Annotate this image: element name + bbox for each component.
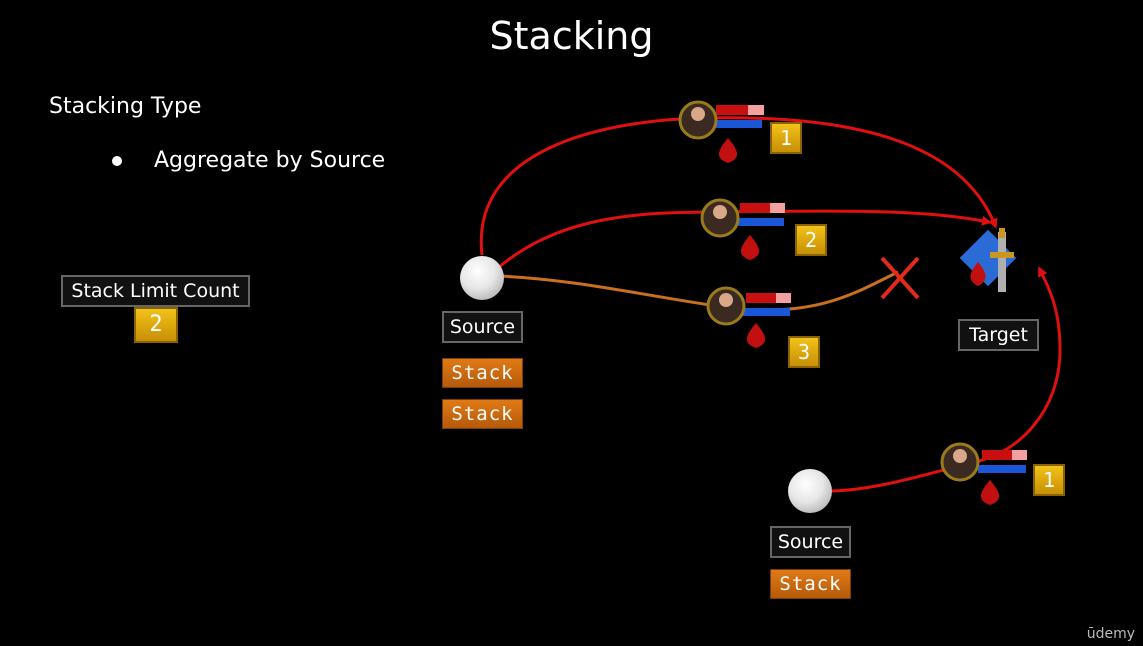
stack-effect-3 [706,286,791,348]
stack-badge-3: Stack [770,569,851,599]
stack-effect-4 [940,442,1027,505]
stack-effect-1 [678,100,764,163]
blood-drop-icon [970,262,986,286]
target-icon [959,228,1017,292]
stack-count-1: 1 [770,122,802,154]
link-stack-3-rejected [499,270,899,312]
target-label: Target [958,319,1039,351]
stack-limit-value: 2 [134,307,178,343]
stack-effect-2 [700,198,785,260]
stack-count-4: 1 [1033,464,1065,496]
stack-limit-label: Stack Limit Count [61,275,250,307]
bullet-text: Aggregate by Source [154,148,386,173]
sword-icon [998,232,1006,292]
slide-title: Stacking [489,14,654,58]
source-node-2 [788,469,832,513]
blood-drop-icon [718,138,738,163]
source-label-1: Source [442,311,523,343]
bullet-item: Aggregate by Source [112,148,385,173]
stack-count-3: 3 [788,336,820,368]
watermark-logo: ūdemy [1086,626,1135,642]
source-node-1 [460,256,504,300]
blood-drop-icon [746,323,766,348]
link-stack-1 [479,116,998,256]
link-source-2 [831,266,1062,493]
source-label-2: Source [770,526,851,558]
bullet-dot-icon [112,155,122,166]
stacking-type-heading: Stacking Type [49,94,202,119]
stack-count-2: 2 [795,224,827,256]
stack-badge-1: Stack [442,358,523,388]
stack-badge-2: Stack [442,399,523,429]
reject-x-icon [880,256,920,300]
blood-drop-icon [740,235,760,260]
blood-drop-icon [980,480,1000,505]
